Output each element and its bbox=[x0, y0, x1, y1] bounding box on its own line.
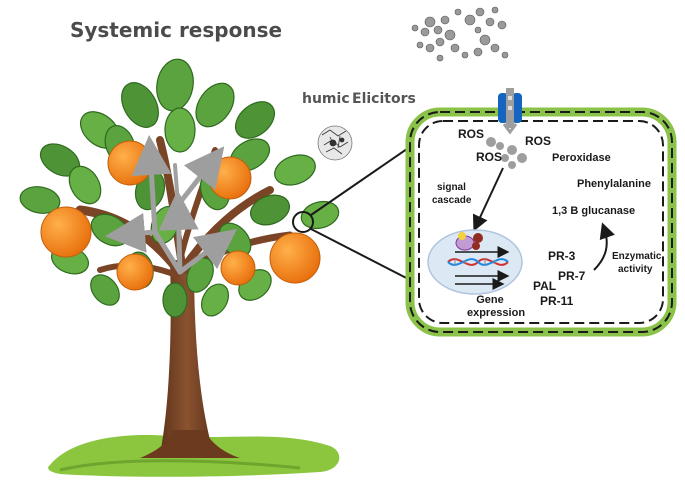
humic-label: humic bbox=[302, 91, 350, 107]
enzymatic-activity-label-1: Enzymatic bbox=[612, 251, 662, 262]
zoom-line-bottom bbox=[310, 228, 421, 286]
zoom-circle bbox=[292, 211, 314, 233]
cell-membrane bbox=[418, 120, 664, 324]
elicitors-label: Elicitors bbox=[352, 91, 416, 107]
ros-particles bbox=[486, 137, 527, 169]
gene-expression-label-1: Gene bbox=[476, 294, 504, 306]
gene-expression-label-2: expression bbox=[467, 307, 525, 319]
zoom-line-top bbox=[310, 139, 421, 216]
orange-fruit bbox=[208, 156, 252, 200]
pr-11-label: PR-11 bbox=[540, 294, 574, 308]
systemic-arrows bbox=[105, 135, 237, 275]
enzymatic-activity-arrow bbox=[593, 222, 615, 271]
orange-fruit bbox=[220, 250, 256, 286]
zoom-line-gap bbox=[370, 147, 394, 164]
polymerase-icon bbox=[455, 232, 483, 251]
enzyme-peroxidase: Peroxidase bbox=[552, 152, 611, 164]
cell-wall-outer-dash bbox=[409, 111, 673, 333]
ros-label-2: ROS bbox=[525, 134, 551, 148]
humic-molecule-icon bbox=[317, 125, 353, 161]
dna-icon bbox=[447, 258, 509, 266]
orange-fruit bbox=[40, 206, 92, 258]
signal-cascade-label-2: cascade bbox=[432, 195, 472, 206]
signal-cascade-label-1: signal bbox=[437, 182, 466, 193]
enzyme-glucanase: 1,3 B glucanase bbox=[552, 205, 635, 217]
membrane-receptor-icon bbox=[498, 88, 522, 135]
pr-3-label: PR-3 bbox=[548, 249, 576, 263]
pal-label: PAL bbox=[533, 279, 556, 293]
pr-7-label: PR-7 bbox=[558, 269, 586, 283]
signal-cascade-arrow bbox=[472, 167, 504, 232]
ros-label-3: ROS bbox=[476, 150, 502, 164]
grass-shade bbox=[59, 459, 301, 472]
orange-fruit bbox=[107, 140, 153, 186]
enzymatic-activity-label-2: activity bbox=[618, 264, 653, 275]
orange-fruit bbox=[269, 232, 321, 284]
tree-roots bbox=[140, 430, 240, 458]
title: Systemic response bbox=[70, 18, 282, 42]
transcription-arrows bbox=[455, 246, 510, 290]
ros-label-1: ROS bbox=[458, 127, 484, 141]
elicitor-molecules-icon bbox=[411, 6, 509, 62]
enzyme-phenylalanine: Phenylalanine bbox=[577, 178, 651, 190]
orange-fruit bbox=[116, 253, 154, 291]
